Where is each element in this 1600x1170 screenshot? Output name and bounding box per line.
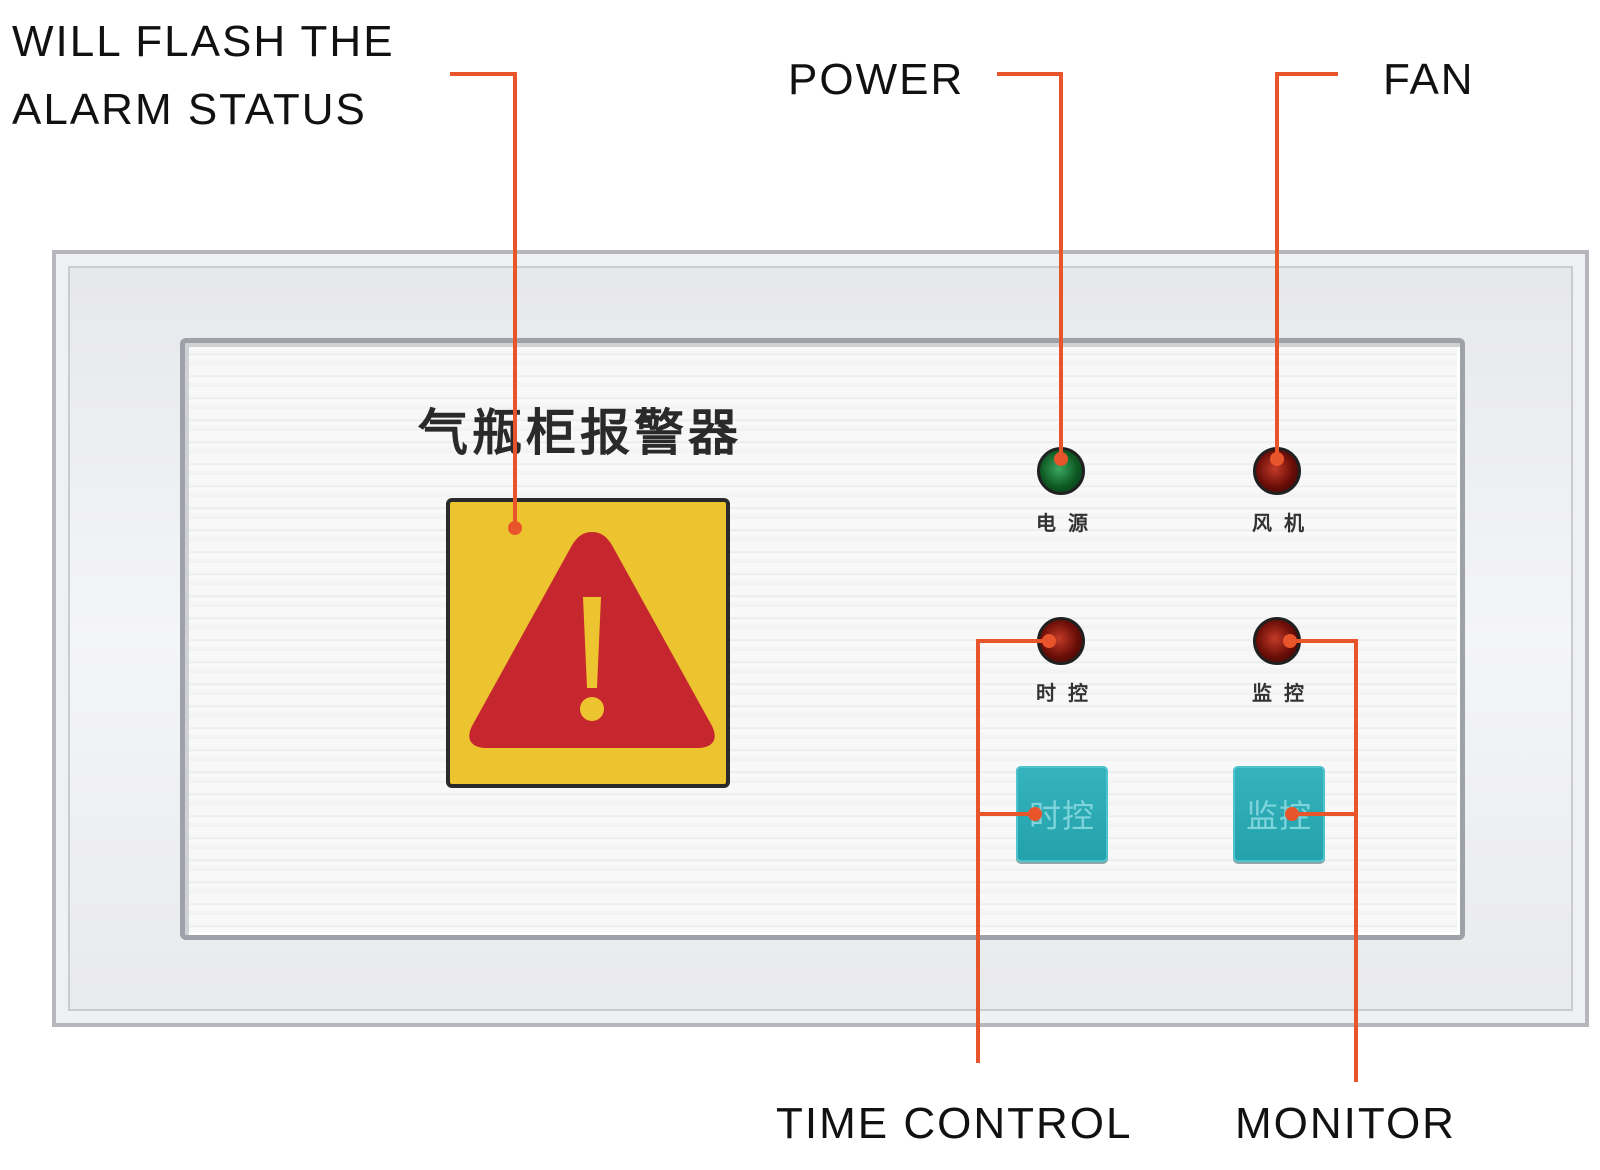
power-leader-dot [1054,452,1068,466]
time-control-leader-line [976,639,1049,1063]
power-callout: POWER [788,55,965,104]
monitor-leader-dot [1283,634,1297,648]
warning-triangle-icon [469,532,715,748]
power-leader-line [997,72,1063,459]
monitor-callout: MONITOR [1235,1099,1456,1148]
exclamation-bar [583,597,601,688]
fan-leader-line [1275,72,1338,459]
monitor-indicator-label: 监控 [1252,681,1316,705]
fan-leader-dot [1270,452,1284,466]
alarm-lamp [446,498,730,788]
time-control-button-dot [1028,807,1042,821]
monitor-leader-line [1290,639,1358,1082]
alarm-callout: WILL FLASH THE ALARM STATUS [12,8,395,144]
alarm-callout-line2: ALARM STATUS [12,85,367,135]
alarm-leader-dot [508,521,522,535]
time-control-leader-dot [1042,634,1056,648]
alarm-callout-line1: WILL FLASH THE [12,17,395,66]
panel-title: 气瓶柜报警器 [418,404,742,462]
device-control-panel [180,338,1465,940]
power-indicator-label: 电源 [1036,511,1100,535]
time-control-callout: TIME CONTROL [776,1099,1133,1148]
time-control-indicator-label: 时控 [1036,681,1100,705]
exclamation-dot [580,697,604,721]
monitor-button-dot [1285,807,1299,821]
fan-callout: FAN [1383,55,1475,104]
alarm-leader-line [450,72,517,528]
fan-indicator-label: 风机 [1252,511,1316,535]
